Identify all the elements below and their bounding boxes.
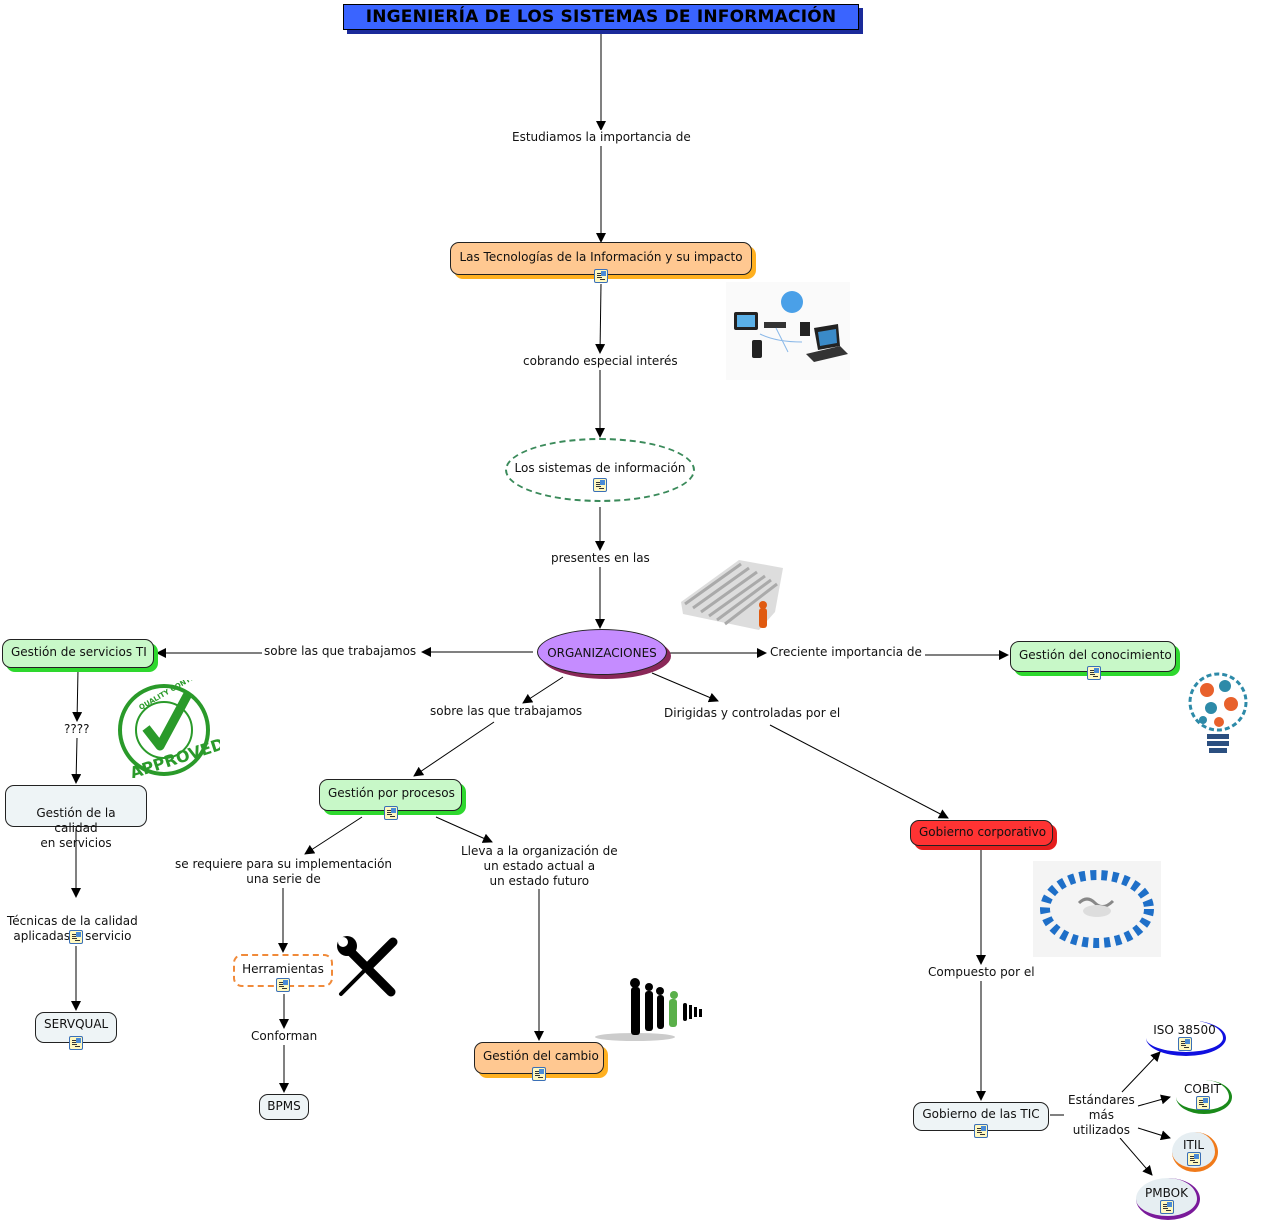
node-label: ISO 38500 — [1153, 1023, 1216, 1037]
link-sobre-down: sobre las que trabajamos — [428, 704, 585, 719]
wrench-screwdriver-icon — [335, 934, 401, 998]
node-label: Las Tecnologías de la Información y su i… — [459, 250, 743, 264]
link-requiere: se requiere para su implementación una s… — [173, 857, 395, 887]
resource-icon[interactable] — [594, 269, 608, 283]
resource-icon[interactable] — [69, 1036, 83, 1050]
node-label: Los sistemas de información — [514, 461, 686, 475]
link-dirigidas: Dirigidas y controladas por el — [662, 706, 843, 721]
node-label: ITIL — [1182, 1138, 1205, 1152]
node-sistemas[interactable]: Los sistemas de información — [505, 438, 695, 502]
resource-icon[interactable] — [384, 806, 398, 820]
edge — [413, 721, 495, 777]
link-creciente: Creciente importancia de — [768, 645, 924, 660]
resource-icon[interactable] — [1195, 1096, 1210, 1110]
node-label: Gestión por procesos — [328, 786, 455, 800]
node-gobierno-corporativo[interactable]: Gobierno corporativo — [910, 820, 1053, 846]
node-label: Técnicas de la calidad aplicadas a servi… — [7, 914, 138, 943]
node-label: SERVQUAL — [44, 1017, 109, 1031]
node-label: Gestión de la calidad en servicios — [36, 806, 116, 850]
crowd-leader-image — [679, 550, 787, 632]
resource-icon[interactable] — [276, 978, 290, 992]
resource-icon[interactable] — [532, 1067, 546, 1081]
node-procesos[interactable]: Gestión por procesos — [319, 779, 462, 811]
resource-icon[interactable] — [1177, 1037, 1192, 1051]
node-servicios-ti[interactable]: Gestión de servicios TI — [2, 639, 154, 668]
link-estudiamos: Estudiamos la importancia de — [510, 130, 693, 145]
edge — [769, 724, 949, 819]
resource-icon[interactable] — [69, 930, 83, 944]
link-cobrando: cobrando especial interés — [521, 354, 680, 369]
node-label: Gestión del conocimiento — [1019, 648, 1172, 662]
map-title: INGENIERÍA DE LOS SISTEMAS DE INFORMACIÓ… — [343, 4, 859, 30]
edge — [72, 669, 83, 722]
edge — [71, 737, 82, 784]
link-presentes: presentes en las — [549, 551, 652, 566]
node-label: Gestión del cambio — [483, 1049, 599, 1063]
link-estandares: Estándares más utilizados — [1066, 1093, 1137, 1138]
link-compuesto: Compuesto por el — [926, 965, 1037, 980]
node-cobit[interactable]: COBIT — [1176, 1080, 1232, 1114]
node-label: Gobierno de las TIC — [922, 1107, 1040, 1121]
edge — [1137, 1127, 1171, 1141]
node-itil[interactable]: ITIL — [1172, 1132, 1218, 1172]
node-label: BPMS — [267, 1099, 301, 1113]
resource-icon[interactable] — [1186, 1152, 1201, 1166]
link-lleva: Lleva a la organización de un estado act… — [459, 844, 620, 889]
people-circle-puzzle-image — [1033, 861, 1161, 957]
resource-icon[interactable] — [1159, 1200, 1174, 1214]
devices-network-image — [726, 282, 850, 380]
edge — [435, 816, 493, 843]
node-organizaciones[interactable]: ORGANIZACIONES — [537, 629, 667, 675]
edge — [1121, 1051, 1161, 1093]
resource-icon[interactable] — [974, 1124, 988, 1138]
node-label: PMBOK — [1145, 1186, 1188, 1200]
node-label: Gestión de servicios TI — [11, 645, 147, 659]
link-interrog: ???? — [62, 722, 92, 737]
edge — [595, 283, 606, 354]
edge — [522, 676, 564, 704]
people-queue-image — [585, 977, 715, 1045]
quality-approved-stamp-image: APPROVED QUALITY CONTROL — [108, 668, 227, 783]
node-label: ORGANIZACIONES — [547, 646, 657, 660]
node-bpms[interactable]: BPMS — [259, 1094, 309, 1120]
node-label: Gobierno corporativo — [919, 825, 1047, 839]
link-conforman: Conforman — [249, 1029, 320, 1044]
node-label: COBIT — [1184, 1082, 1221, 1096]
node-iso38500[interactable]: ISO 38500 — [1146, 1020, 1226, 1056]
node-pmbok[interactable]: PMBOK — [1136, 1178, 1200, 1220]
edge — [651, 672, 719, 703]
node-label: Herramientas — [242, 962, 324, 976]
node-calidad-servicios[interactable]: Gestión de la calidad en servicios — [5, 785, 147, 850]
resource-icon[interactable] — [593, 478, 607, 492]
resource-icon[interactable] — [1087, 666, 1101, 680]
gears-lightbulb-image — [1185, 666, 1255, 764]
edge — [304, 816, 363, 855]
edge — [1137, 1094, 1171, 1107]
svg-text:QUALITY CONTROL: QUALITY CONTROL — [138, 680, 206, 712]
edge — [1119, 1137, 1153, 1176]
link-sobre-left: sobre las que trabajamos — [262, 644, 419, 659]
